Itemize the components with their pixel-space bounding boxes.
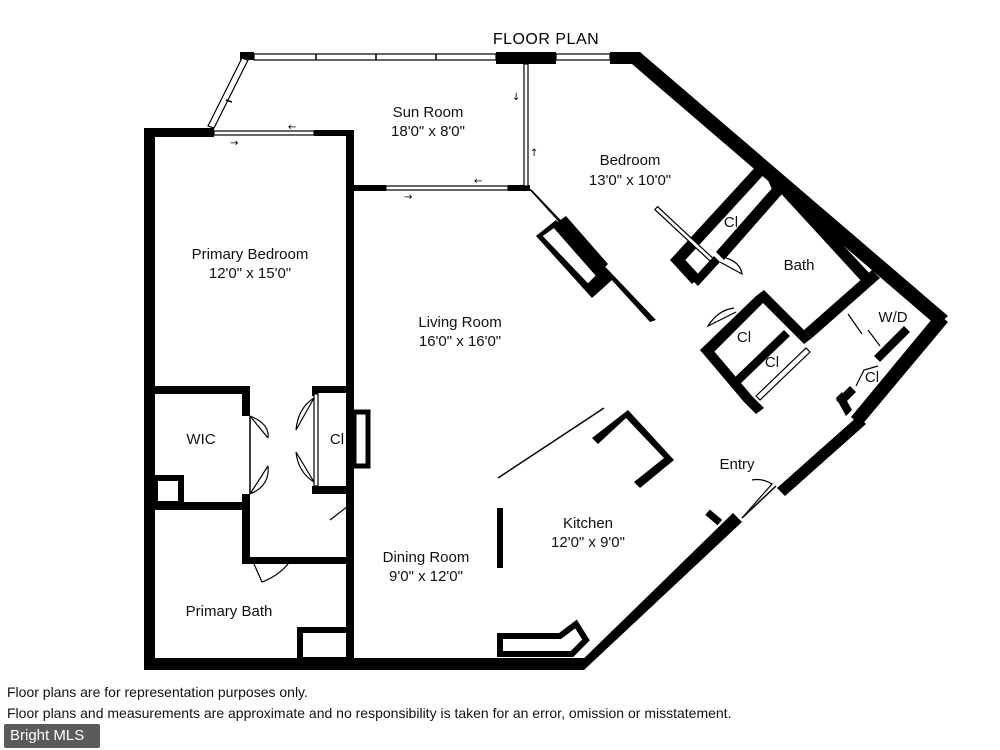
floor-plan-title: FLOOR PLAN [493,31,599,48]
bedroom-name: Bedroom [600,152,661,169]
primary-closet-name: Cl [330,431,344,448]
sun-room-windows [207,53,611,129]
svg-text:←: ← [474,176,482,187]
wic-name: WIC [186,431,215,448]
bedroom-closet-name: Cl [724,214,738,231]
svg-text:↓: ↓ [512,92,520,103]
exterior-walls [144,52,948,670]
primary-bedroom-name: Primary Bedroom [192,246,309,263]
svg-text:↑: ↑ [530,148,538,159]
wd-name: W/D [878,309,907,326]
disclaimer-line-1: Floor plans are for representation purpo… [7,684,308,700]
wd-closet-name: Cl [865,369,879,386]
svg-text:←: ← [288,122,296,133]
dining-room-name: Dining Room [383,549,470,566]
interior-walls [152,63,910,663]
svg-text:→: → [230,138,238,149]
living-room-name: Living Room [418,314,501,331]
sun-room-name: Sun Room [393,104,464,121]
hall-closet-2-name: Cl [765,354,779,371]
bedroom-dims: 13'0" x 10'0" [589,172,671,189]
primary-bath-name: Primary Bath [186,603,273,620]
bath-name: Bath [784,257,815,274]
doors [249,257,881,583]
sun-room-dims: 18'0" x 8'0" [391,123,465,140]
kitchen-name: Kitchen [563,515,613,532]
hall-closet-1-name: Cl [737,329,751,346]
room-labels: Sun Room 18'0" x 8'0" Bedroom 13'0" x 10… [186,104,908,620]
primary-bedroom-dims: 12'0" x 15'0" [209,265,291,282]
kitchen-dims: 12'0" x 9'0" [551,534,625,551]
dining-room-dims: 9'0" x 12'0" [389,568,463,585]
disclaimer-line-2: Floor plans and measurements are approxi… [7,705,732,721]
svg-text:→: → [404,192,412,203]
entry-name: Entry [719,456,755,473]
sliding-door-arrows: ← → ← → ↓ ↑ [230,92,538,203]
living-room-dims: 16'0" x 16'0" [419,333,501,350]
mls-logo-watermark: Bright MLS [4,724,100,748]
